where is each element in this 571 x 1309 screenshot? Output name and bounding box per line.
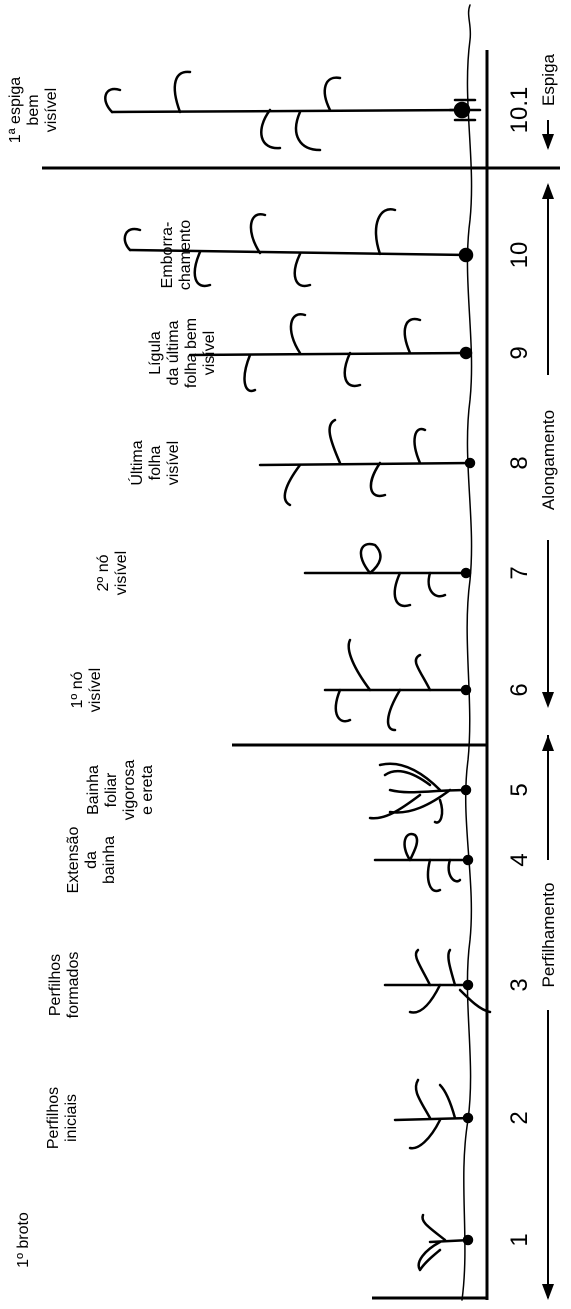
stage-label-line: Perfilhos: [47, 954, 64, 1016]
espiga-arrowhead-down: [542, 134, 554, 150]
perfilhamento-arrowhead-down: [542, 1284, 554, 1300]
stage-label-line: Emborra-: [159, 222, 176, 289]
stage-label-line: chamento: [177, 220, 194, 290]
stage-label-line: visível: [43, 88, 60, 132]
stage-number-1: 1: [506, 1233, 533, 1246]
stage-label-line: 1ª espiga: [7, 77, 24, 144]
stage-number-2: 2: [506, 1111, 533, 1124]
stage-number-3: 3: [506, 978, 533, 991]
stage-label-line: da última: [165, 320, 182, 385]
plant-stage-7: [305, 544, 470, 606]
stage-number-8: 8: [506, 456, 533, 469]
stage-label-line: folha bem: [183, 318, 200, 388]
alongamento-arrowhead-up: [542, 183, 554, 199]
perfilhamento-arrowhead-up: [542, 735, 554, 751]
stage-number-6: 6: [506, 683, 533, 696]
stage-label-line: e ereta: [139, 765, 156, 815]
stage-label-line: 1º broto: [15, 1212, 32, 1268]
soil-line: [462, 5, 472, 1300]
stage-label-line: bem: [25, 94, 42, 125]
plant-stage-3: [385, 950, 490, 1013]
stage-label-line: foliar: [103, 772, 120, 807]
phase-espiga: Espiga: [539, 53, 558, 150]
stage-label-line: 2º nó: [95, 554, 112, 591]
stage-label-10: Emborra-chamento: [159, 220, 194, 290]
phase-alongamento: Alongamento: [539, 183, 558, 708]
alongamento-arrowhead-down: [542, 692, 554, 708]
stage-label-line: Lígula: [147, 331, 164, 375]
espiga-label: Espiga: [539, 53, 558, 106]
stage-label-line: folha: [147, 446, 164, 481]
stage-label-line: bainha: [101, 836, 118, 884]
stage-numbers: 1 2 3 4 5 6 7 8 9 10 10.1: [506, 87, 533, 1247]
stage-number-9: 9: [506, 346, 533, 359]
stage-label-line: Última: [127, 440, 146, 485]
stage-label-line: 1º nó: [69, 671, 86, 708]
alongamento-label: Alongamento: [539, 410, 558, 510]
stage-label-line: Perfilhos: [45, 1087, 62, 1149]
plant-stage-8: [260, 420, 474, 505]
stage-number-4: 4: [506, 853, 533, 866]
stage-label-line: visível: [165, 441, 182, 485]
stage-label-line: iniciais: [63, 1094, 80, 1142]
stage-label-line: Extensão: [65, 827, 82, 894]
plant-stage-10-1: [105, 72, 480, 150]
perfilhamento-label: Perfilhamento: [539, 883, 558, 988]
plant-stage-6: [325, 640, 470, 730]
stage-label-line: Bainha: [85, 765, 102, 815]
plant-stage-5: [370, 764, 470, 823]
stage-label-line: da: [83, 851, 100, 869]
stage-number-10: 10: [506, 242, 533, 269]
phase-perfilhamento: Perfilhamento: [539, 735, 558, 1300]
stage-label-1: 1º broto: [15, 1212, 32, 1268]
stage-number-10-1: 10.1: [506, 87, 533, 134]
stage-number-7: 7: [506, 566, 533, 579]
plant-stage-2: [395, 1080, 472, 1148]
stage-label-line: visível: [113, 551, 130, 595]
stage-label-line: formados: [65, 952, 82, 1019]
stage-label-line: vigorosa: [121, 760, 138, 821]
plant-stage-9: [190, 314, 471, 391]
plant-stage-4: [375, 834, 472, 891]
stage-label-line: visível: [87, 668, 104, 712]
stage-label-line: visível: [201, 331, 218, 375]
stage-number-5: 5: [506, 783, 533, 796]
